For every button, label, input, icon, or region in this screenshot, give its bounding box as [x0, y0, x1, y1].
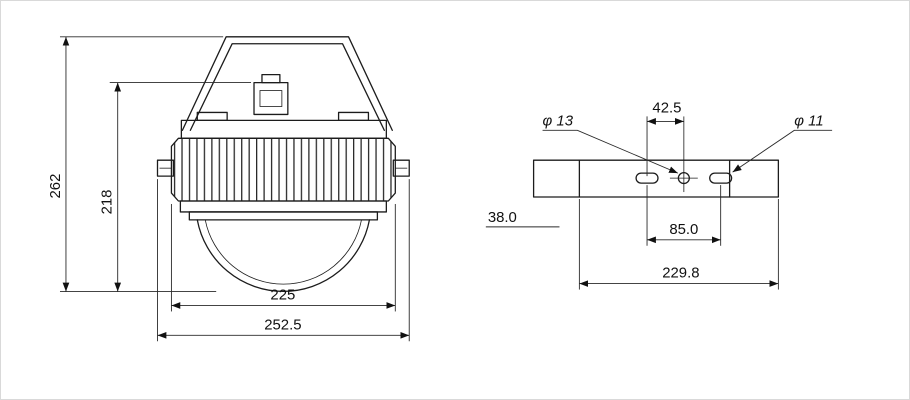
- dim-plate-width-label: 38.0: [488, 209, 517, 226]
- front-view-drawing: 262 218 225 252.5: [47, 36, 410, 342]
- dim-slot-hole-dia-label: φ 11: [794, 112, 823, 129]
- dim-plate-width: 38.0: [485, 209, 560, 228]
- slot-hole-right: [709, 172, 733, 184]
- mounting-bracket: [181, 36, 393, 131]
- glass-dome: [196, 219, 371, 293]
- top-cover-plate: [180, 111, 387, 139]
- cable-entry-box: [253, 73, 289, 116]
- side-mount-ear-right: [392, 159, 410, 177]
- side-mount-ear-left: [156, 159, 175, 177]
- dim-slot-spacing: 85.0: [646, 185, 722, 246]
- dim-slot-hole-dia: φ 11: [732, 112, 833, 173]
- dim-mount-length: 229.8: [578, 199, 779, 290]
- dim-body-height: 218: [99, 82, 252, 292]
- dim-total-width: 252.5: [157, 179, 410, 342]
- dim-lens-width-label: 225: [270, 287, 295, 304]
- dim-lens-width: 225: [170, 203, 396, 312]
- bracket-top-view-drawing: 42.5 φ 13 φ 11 38.0 85.0 229.8: [485, 99, 833, 290]
- dim-body-height-label: 218: [99, 190, 116, 215]
- dim-slot-spacing-label: 85.0: [669, 221, 698, 238]
- center-mount-hole: [669, 116, 698, 193]
- dim-total-width-label: 252.5: [264, 316, 301, 333]
- dim-mount-length-label: 229.8: [662, 265, 699, 282]
- heatsink-fins: [170, 137, 396, 202]
- dim-total-height: 262: [47, 36, 224, 292]
- dim-hole-offset: 42.5: [646, 99, 684, 177]
- dim-center-hole-dia-label: φ 13: [543, 112, 574, 129]
- lower-rings: [179, 200, 387, 221]
- dim-center-hole-dia: φ 13: [543, 112, 679, 174]
- dim-total-height-label: 262: [47, 174, 64, 199]
- dim-hole-offset-label: 42.5: [652, 99, 681, 116]
- bracket-bar: [532, 159, 780, 198]
